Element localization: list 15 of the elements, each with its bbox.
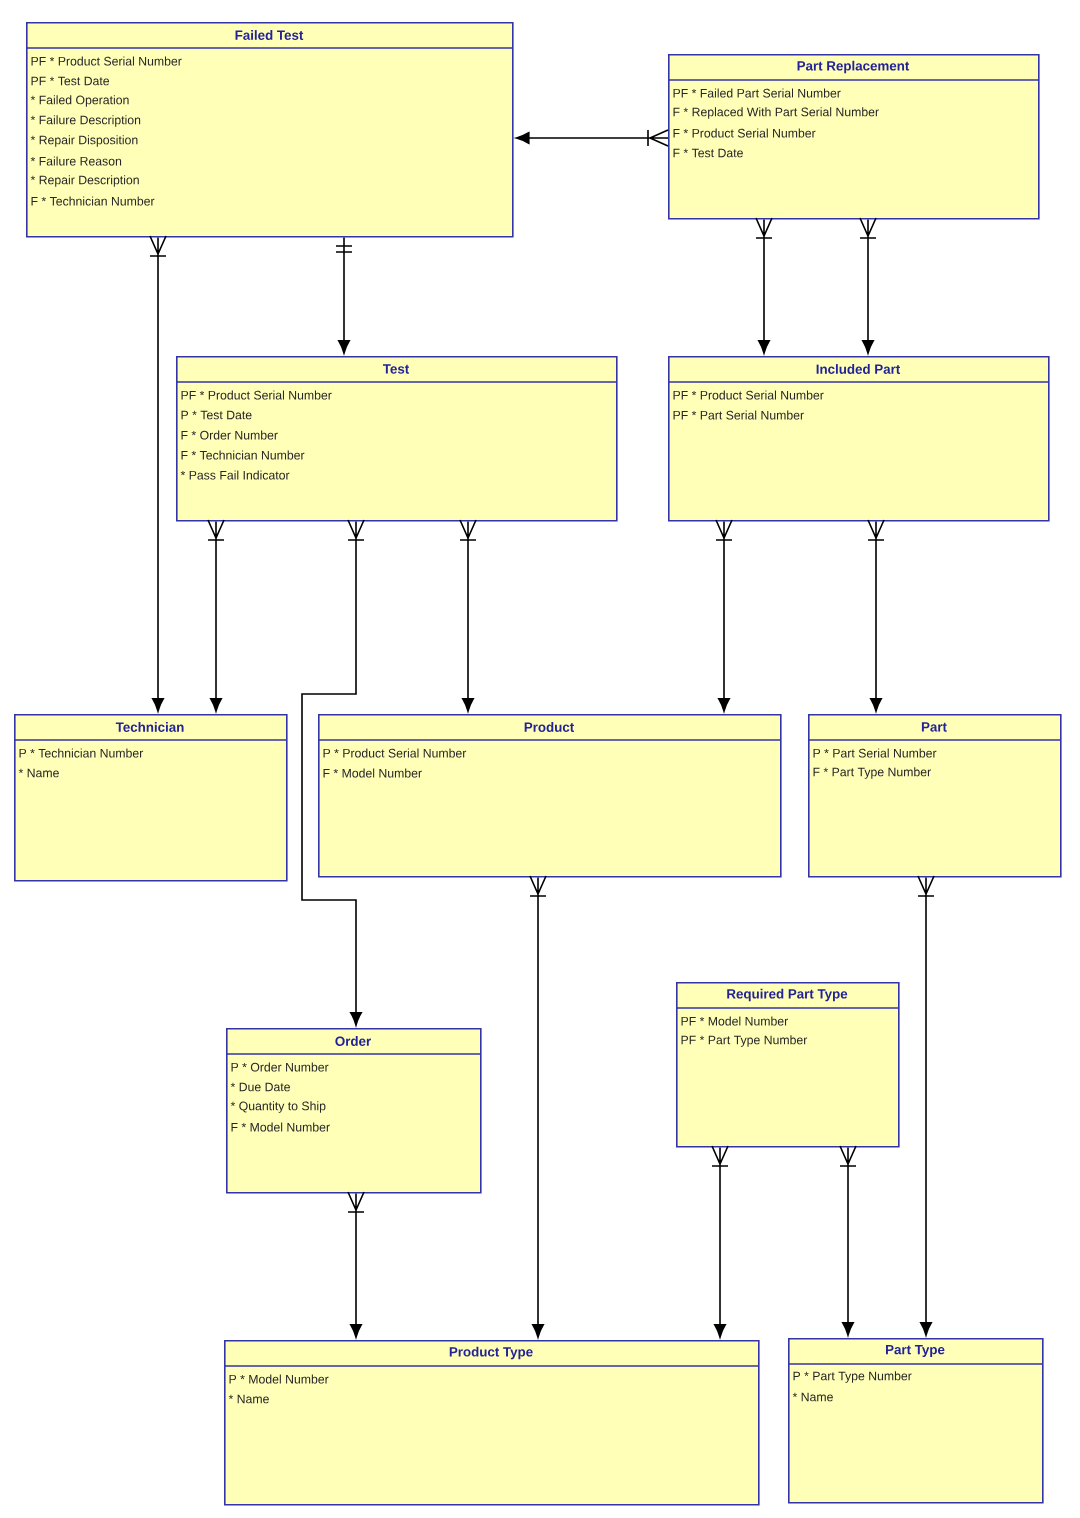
relationship-arrow <box>515 129 669 147</box>
relationship-arrow <box>859 217 877 354</box>
relationship-arrow <box>459 519 477 712</box>
relationship-arrow <box>301 519 365 1026</box>
relationship-arrow <box>711 1145 729 1338</box>
relationship-arrow <box>335 236 353 354</box>
relationship-arrow <box>207 519 225 712</box>
relationship-arrow <box>917 875 935 1336</box>
relationship-arrow <box>867 519 885 712</box>
relationship-arrow <box>839 1145 857 1336</box>
relationship-arrow <box>715 519 733 712</box>
relationship-arrow <box>347 1191 365 1338</box>
relationship-arrow <box>529 875 547 1338</box>
relationship-arrow <box>755 217 773 354</box>
relationship-arrow <box>149 235 167 712</box>
